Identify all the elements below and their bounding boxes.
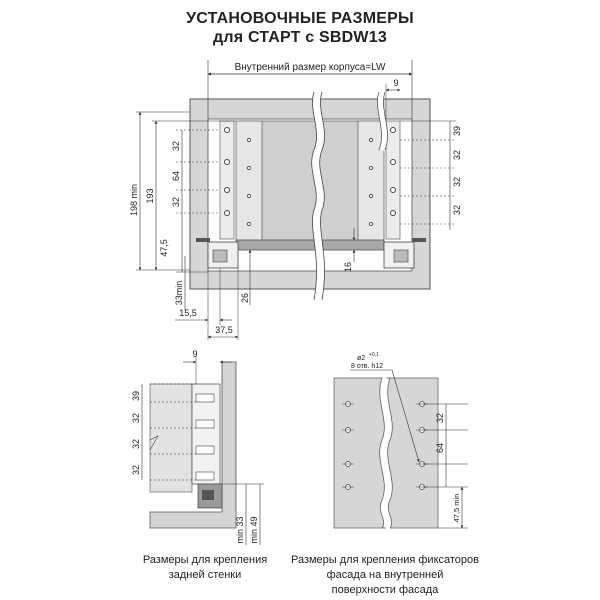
bottom-rail [235, 239, 385, 251]
right-dim-39: 39 [452, 126, 462, 136]
left-side-panel [235, 120, 263, 250]
front-dim-47-5-min: 47,5 min [452, 494, 461, 523]
back-dim-9: 9 [192, 349, 197, 359]
back-dim-32c: 32 [131, 465, 141, 475]
main-dim-9: 9 [393, 78, 398, 88]
front-dim-64: 64 [435, 443, 445, 453]
left-dim-32b: 32 [171, 197, 181, 207]
right-side-panel [357, 120, 385, 250]
dim-16: 16 [343, 262, 353, 272]
main-drawing: Внутренний размер корпуса=LW 9 32 64 32 … [129, 60, 462, 340]
dim-33-min: 33min [174, 281, 184, 306]
front-caption-line-3: поверхности фасада [331, 584, 439, 596]
front-caption-line-1: Размеры для крепления фиксаторов [290, 554, 479, 566]
cabinet-wall [149, 361, 237, 529]
right-dim-32c: 32 [452, 205, 462, 215]
dim-193: 193 [145, 188, 155, 203]
front-caption-line-2: фасада на внутренней [326, 569, 444, 581]
left-dim-47-5: 47,5 [159, 239, 169, 257]
back-dim-32b: 32 [131, 439, 141, 449]
hole-label-tolerance: +0,1 [369, 352, 379, 358]
left-dim-64: 64 [171, 171, 181, 181]
back-wall-caption: Размеры для крепления задней стенки [125, 553, 285, 583]
dim-15-5: 15,5 [179, 308, 197, 318]
back-dim-min-33: min 33 [235, 516, 245, 543]
inner-width-label: Внутренний размер корпуса=LW [235, 62, 386, 73]
left-mounting-plate [219, 120, 235, 240]
drawer-back-profile [149, 383, 193, 493]
title-line-1: УСТАНОВОЧНЫЕ РАЗМЕРЫ [186, 10, 414, 27]
left-dim-32a: 32 [171, 141, 181, 151]
right-mounting-plate [385, 120, 401, 240]
front-panel-drawing: ø2 +0,1 8 отв. h12 32 64 47,5 min [333, 352, 468, 531]
hole-label-count: 8 отв. h12 [351, 363, 383, 370]
title-line-2: для СТАРТ с SBDW13 [213, 29, 387, 46]
drawer-back-panel [239, 120, 381, 250]
back-wall-drawing: 39 32 32 32 9 min 33 min 49 [131, 349, 264, 545]
right-dim-32b: 32 [452, 177, 462, 187]
right-dim-32a: 32 [452, 150, 462, 160]
back-dim-39: 39 [131, 391, 141, 401]
front-dim-32: 32 [435, 413, 445, 423]
hole-label-diameter: ø2 [357, 355, 365, 362]
front-caption: Размеры для крепления фиксаторов фасада … [280, 553, 490, 598]
dim-37-5: 37,5 [215, 325, 233, 335]
back-dim-32a: 32 [131, 413, 141, 423]
dim-26: 26 [240, 293, 250, 303]
back-wall-caption-line-2: задней стенки [168, 569, 242, 581]
back-wall-caption-line-1: Размеры для крепления [142, 554, 268, 566]
dim-198-min: 198 min [129, 184, 139, 216]
back-dim-min-49: min 49 [249, 516, 259, 543]
